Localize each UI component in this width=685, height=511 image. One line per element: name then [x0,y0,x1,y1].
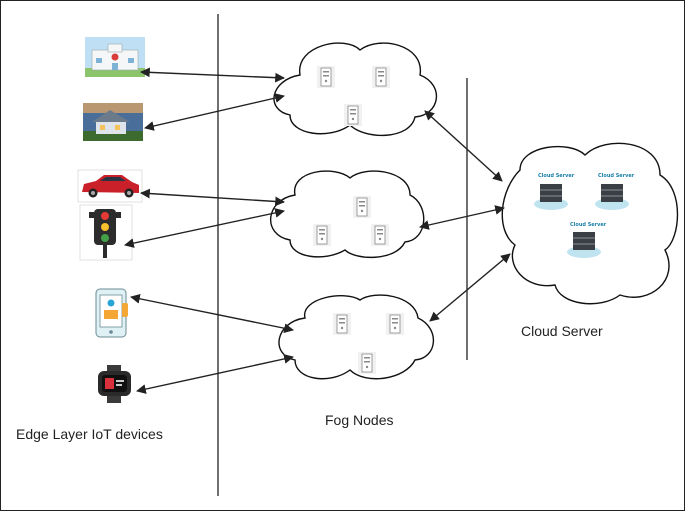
smartphone-fog-link [130,293,294,334]
fog-server-icon [371,65,391,89]
fog-nodes-label: Fog Nodes [325,412,394,428]
traffic-light-icon [79,204,133,261]
car-fog-link [140,188,285,207]
fog-server-icon [312,223,332,247]
smartphone-icon [91,287,129,339]
fog2-cloud-link [419,205,505,230]
fog-server-icon [316,65,336,89]
edge-layer-label: Edge Layer IoT devices [16,426,163,442]
fog-server-icon [385,312,405,336]
traffic-light-fog-link [124,208,285,248]
car-icon [77,169,143,203]
fog-node-cloud-2 [270,170,425,259]
fog-server-icon [370,223,390,247]
fog-node-cloud-3 [278,294,435,380]
fog-node-cloud-1 [273,42,437,136]
house-fog-link [144,93,285,131]
hospital-fog-link [140,67,285,83]
fog-server-icon [343,103,363,127]
fog-server-icon [332,312,352,336]
hospital-icon [85,37,145,77]
cloud-server-caption: Cloud Server [538,173,575,179]
smartwatch-fog-link [136,354,294,394]
cloud-server-label: Cloud Server [521,323,603,339]
fog1-cloud-link [424,110,503,182]
smartwatch-icon [92,363,136,405]
fog-server-icon [357,351,377,375]
fog-server-icon [352,195,372,219]
cloud-server-cloud: Cloud Server Cloud Server Cloud Server [501,142,679,305]
cloud-server-caption: Cloud Server [570,222,607,228]
fog3-cloud-link [429,253,511,322]
cloud-server-caption: Cloud Server [598,173,635,179]
house-icon [83,103,143,141]
